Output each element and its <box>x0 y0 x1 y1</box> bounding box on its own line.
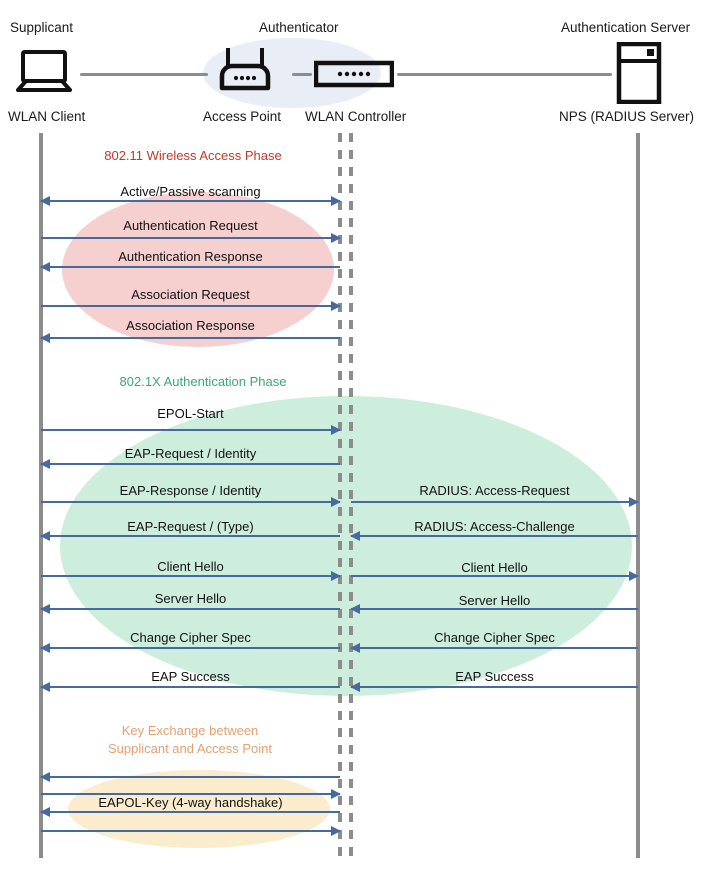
arrow-8021x-right-1 <box>350 530 638 541</box>
lifeline-wlan-controller <box>349 133 353 858</box>
arrow-8021x-right-4 <box>350 642 638 653</box>
arrow-label-8021x-right-1: RADIUS: Access-Challenge <box>414 519 575 534</box>
phase-title-key-exchange: Key Exchange between Supplicant and Acce… <box>95 722 285 758</box>
arrow-8021x-right-0 <box>351 496 639 507</box>
arrow-key-2 <box>40 806 340 817</box>
role-label-authentication-server: Authentication Server <box>561 20 691 35</box>
arrow-8021x-left-3 <box>40 530 340 541</box>
server-rack-icon <box>616 41 662 105</box>
arrow-label-8021x-right-0: RADIUS: Access-Request <box>419 483 570 498</box>
arrow-8021x-right-3 <box>350 603 638 614</box>
lifeline-authentication-server <box>636 133 640 858</box>
arrow-label-8021x-left-5: Server Hello <box>154 591 227 606</box>
arrow-80211-2 <box>40 261 340 272</box>
arrow-label-80211-3: Association Request <box>131 287 250 302</box>
wireless-access-point-icon <box>214 46 276 96</box>
wire-controller-to-nps <box>397 73 612 76</box>
arrow-80211-4 <box>40 332 340 343</box>
arrow-label-80211-4: Association Response <box>126 318 255 333</box>
arrow-8021x-left-0 <box>41 424 341 435</box>
lifeline-supplicant <box>39 133 43 858</box>
arrow-key-0 <box>40 771 340 782</box>
arrow-80211-0-reverse-head <box>40 195 340 206</box>
arrow-label-8021x-left-0: EPOL-Start <box>157 406 224 421</box>
arrow-8021x-left-7 <box>40 681 340 692</box>
phase-title-8021x: 802.1X Authentication Phase <box>119 374 287 389</box>
arrow-8021x-left-4 <box>41 570 341 581</box>
arrow-8021x-right-5 <box>350 681 638 692</box>
arrow-key-1 <box>41 788 341 799</box>
arrow-label-8021x-left-4: Client Hello <box>157 559 224 574</box>
role-label-supplicant: Supplicant <box>10 20 74 35</box>
arrow-key-3 <box>41 825 341 836</box>
phase-title-key-exchange-line1: Key Exchange between <box>121 723 259 738</box>
node-label-client: WLAN Client <box>8 109 86 124</box>
arrow-8021x-left-2 <box>41 496 341 507</box>
phase-ellipse-key-exchange <box>68 770 330 848</box>
laptop-icon <box>14 50 74 95</box>
arrow-label-key-2: EAPOL-Key (4-way handshake) <box>98 795 283 810</box>
network-switch-icon <box>313 60 395 88</box>
arrow-label-80211-1: Authentication Request <box>123 218 258 233</box>
arrow-label-8021x-right-4: Change Cipher Spec <box>434 630 555 645</box>
arrow-80211-1 <box>41 232 341 243</box>
role-label-authenticator: Authenticator <box>259 20 339 35</box>
arrow-label-8021x-left-1: EAP-Request / Identity <box>124 446 257 461</box>
arrow-label-8021x-left-7: EAP Success <box>151 669 230 684</box>
arrow-80211-0 <box>41 195 341 206</box>
arrow-label-80211-2: Authentication Response <box>118 249 263 264</box>
arrow-label-8021x-left-6: Change Cipher Spec <box>130 630 251 645</box>
arrow-8021x-left-6 <box>40 642 340 653</box>
phase-ellipse-8021x <box>60 396 632 696</box>
phase-title-80211: 802.11 Wireless Access Phase <box>104 148 282 163</box>
wire-ap-to-controller <box>292 73 312 76</box>
arrow-label-8021x-left-2: EAP-Response / Identity <box>119 483 262 498</box>
arrow-label-8021x-right-5: EAP Success <box>455 669 534 684</box>
arrow-label-8021x-left-3: EAP-Request / (Type) <box>127 519 254 534</box>
arrow-8021x-left-1 <box>40 458 340 469</box>
arrow-label-8021x-right-2: Client Hello <box>461 560 528 575</box>
node-label-access-point: Access Point <box>203 109 282 124</box>
phase-title-key-exchange-line2: Supplicant and Access Point <box>107 741 273 756</box>
arrow-label-8021x-right-3: Server Hello <box>458 593 531 608</box>
arrow-80211-3 <box>41 300 341 311</box>
phase-ellipse-80211 <box>62 192 334 347</box>
node-label-wlan-controller: WLAN Controller <box>305 109 407 124</box>
lifeline-access-point <box>338 133 342 858</box>
wire-client-to-ap <box>80 73 208 76</box>
node-label-nps: NPS (RADIUS Server) <box>559 109 695 124</box>
arrow-8021x-right-2 <box>351 570 639 581</box>
arrow-label-80211-0: Active/Passive scanning <box>120 184 261 199</box>
arrow-8021x-left-5 <box>40 603 340 614</box>
